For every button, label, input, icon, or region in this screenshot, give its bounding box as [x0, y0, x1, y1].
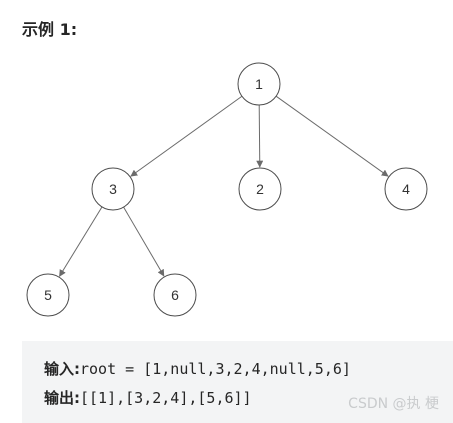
edge-n1-n4 [275, 95, 389, 177]
edge-n1-n2 [256, 104, 264, 168]
output-line: 输出:[[1],[3,2,4],[5,6]] [44, 387, 252, 408]
input-value: root = [1,null,3,2,4,null,5,6] [80, 360, 351, 378]
example-code-block: 输入:root = [1,null,3,2,4,null,5,6] 输出:[[1… [22, 341, 453, 423]
watermark: CSDN @执 梗 [348, 396, 439, 412]
node-circle [238, 167, 282, 211]
tree-node-6: 6 [153, 273, 197, 317]
node-circle [384, 167, 428, 211]
tree-diagram: 1 3 2 4 5 6 [26, 62, 428, 317]
node-circle [26, 273, 70, 317]
input-line: 输入:root = [1,null,3,2,4,null,5,6] [44, 358, 351, 379]
tree-node-1: 1 [237, 62, 281, 106]
tree-node-5: 5 [26, 273, 70, 317]
tree-node-3: 3 [91, 167, 135, 211]
node-label: 4 [402, 181, 410, 197]
tree-edges [59, 95, 389, 277]
node-label: 5 [44, 287, 52, 303]
edge-n1-n3 [130, 95, 243, 177]
example-heading: 示例 1: [22, 20, 78, 39]
tree-node-2: 2 [238, 167, 282, 211]
node-circle [91, 167, 135, 211]
tree-nodes: 1 3 2 4 5 6 [26, 62, 428, 317]
node-label: 6 [171, 287, 179, 303]
input-label: 输入: [44, 360, 80, 378]
node-label: 2 [256, 181, 264, 197]
output-value: [[1],[3,2,4],[5,6]] [80, 389, 252, 407]
node-label: 1 [255, 76, 263, 92]
edge-n3-n5 [59, 206, 103, 277]
output-label: 输出: [44, 389, 80, 407]
node-circle [153, 273, 197, 317]
tree-node-4: 4 [384, 167, 428, 211]
node-circle [237, 62, 281, 106]
node-label: 3 [109, 181, 117, 197]
edge-n3-n6 [123, 206, 165, 277]
